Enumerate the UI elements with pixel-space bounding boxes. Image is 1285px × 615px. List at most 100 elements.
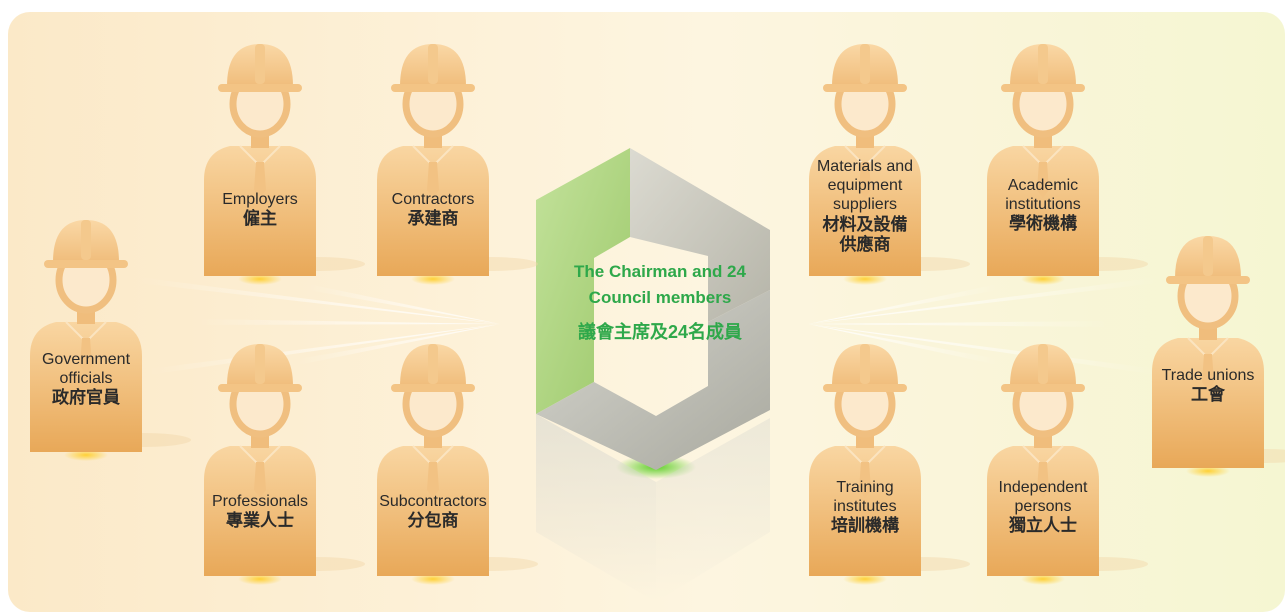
ray-right-0 — [808, 277, 1158, 324]
center-title-zh: 議會主席及24名成員 — [577, 322, 743, 342]
professionals-label-zh-0: 專業人士 — [226, 511, 294, 531]
center-label: The Chairman and 24 Council members 議會主席… — [510, 259, 810, 346]
government-officials-body — [30, 322, 142, 452]
government-officials-figure — [30, 220, 191, 461]
trade-unions-figure — [1152, 236, 1285, 477]
council-logo — [536, 148, 770, 602]
ray-right-3 — [808, 284, 998, 324]
independent-persons-figure — [987, 344, 1148, 585]
subcontractors-label-zh-0: 分包商 — [407, 511, 459, 531]
trade-unions-helmet-ridge — [1203, 236, 1213, 276]
ray-left-0 — [138, 277, 500, 324]
subcontractors-figure — [377, 344, 538, 585]
academic-institutions-body — [987, 146, 1099, 276]
trade-unions-body — [1152, 338, 1264, 468]
logo-green-face — [536, 148, 630, 414]
independent-persons-helmet-brim — [1001, 384, 1085, 392]
subcontractors-helmet-ridge — [428, 344, 438, 384]
member-figures — [30, 44, 1285, 585]
academic-institutions-figure — [987, 44, 1148, 285]
ray-left-4 — [298, 324, 500, 365]
contractors-helmet-brim — [391, 84, 475, 92]
government-officials-helmet-brim — [44, 260, 128, 268]
materials-suppliers-body — [809, 146, 921, 276]
materials-suppliers-helmet-brim — [823, 84, 907, 92]
training-institutes-helmet-ridge — [860, 344, 870, 384]
subcontractors-body — [377, 446, 489, 576]
contractors-tie — [427, 162, 439, 198]
professionals-helmet-brim — [218, 384, 302, 392]
contractors-label-zh-0: 承建商 — [407, 209, 459, 229]
employers-tie — [254, 162, 266, 198]
trade-unions-label-zh-0: 工會 — [1191, 385, 1225, 405]
training-institutes-tie — [859, 462, 871, 498]
logo-grey-bottom — [536, 290, 770, 470]
contractors-body — [377, 146, 489, 276]
subcontractors-label-en-0: Subcontractors — [379, 493, 487, 510]
training-institutes-label-zh-0: 培訓機構 — [831, 516, 899, 536]
training-institutes-label-en-1: institutes — [833, 498, 897, 516]
independent-persons-tie — [1037, 462, 1049, 498]
professionals-helmet-ridge — [255, 344, 265, 384]
diagram-graphics — [30, 44, 1285, 602]
ray-left-1 — [198, 319, 500, 325]
employers-body — [204, 146, 316, 276]
contractors-helmet-ridge — [428, 44, 438, 84]
materials-suppliers-tie — [859, 162, 871, 198]
training-institutes-label-en-0: Training — [836, 479, 894, 496]
center-title-en-1: The Chairman and 24 — [574, 262, 746, 281]
materials-suppliers-label-zh-0: 材料及設備 — [822, 214, 908, 234]
materials-suppliers-label-en-1: equipment — [827, 177, 903, 195]
training-institutes-figure — [809, 344, 970, 585]
academic-institutions-helmet-ridge — [1038, 44, 1048, 84]
center-title-en-2: Council members — [588, 287, 732, 307]
materials-suppliers-label-en-2: suppliers — [832, 196, 898, 214]
academic-institutions-label-en-1: institutions — [1005, 196, 1081, 214]
independent-persons-helmet-ridge — [1038, 344, 1048, 384]
government-officials-label-zh-0: 政府官員 — [52, 388, 120, 408]
government-officials-label-en-1: officials — [59, 370, 113, 388]
government-officials-tie — [80, 338, 92, 374]
subcontractors-helmet-brim — [391, 384, 475, 392]
independent-persons-label-en-1: persons — [1014, 498, 1072, 516]
employers-figure — [204, 44, 365, 285]
materials-suppliers-label-zh-1: 供應商 — [839, 234, 891, 254]
academic-institutions-label-en-0: Academic — [1007, 177, 1079, 194]
professionals-tie — [254, 462, 266, 498]
subcontractors-tie — [427, 462, 439, 498]
trade-unions-tie — [1202, 354, 1214, 390]
contractors-label-en-0: Contractors — [391, 191, 475, 208]
independent-persons-label-zh-0: 獨立人士 — [1009, 516, 1077, 536]
academic-institutions-helmet-brim — [1001, 84, 1085, 92]
ray-left-3 — [308, 284, 500, 324]
logo-grey-top — [630, 148, 770, 322]
government-officials-label-en-0: Government — [41, 351, 131, 368]
contractors-figure — [377, 44, 538, 285]
employers-label-en-0: Employers — [222, 191, 298, 208]
trade-unions-label-en-0: Trade unions — [1161, 367, 1255, 384]
materials-suppliers-helmet-ridge — [860, 44, 870, 84]
professionals-label-en-0: Professionals — [211, 493, 309, 510]
academic-institutions-label-zh-0: 學術機構 — [1009, 214, 1077, 234]
trade-unions-helmet-brim — [1166, 276, 1250, 284]
materials-suppliers-figure — [809, 44, 970, 285]
employers-helmet-brim — [218, 84, 302, 92]
training-institutes-body — [809, 446, 921, 576]
professionals-body — [204, 446, 316, 576]
materials-suppliers-label-en-0: Materials and — [816, 158, 914, 175]
employers-helmet-ridge — [255, 44, 265, 84]
professionals-figure — [204, 344, 365, 585]
training-institutes-helmet-brim — [823, 384, 907, 392]
ray-right-1 — [808, 321, 1108, 327]
